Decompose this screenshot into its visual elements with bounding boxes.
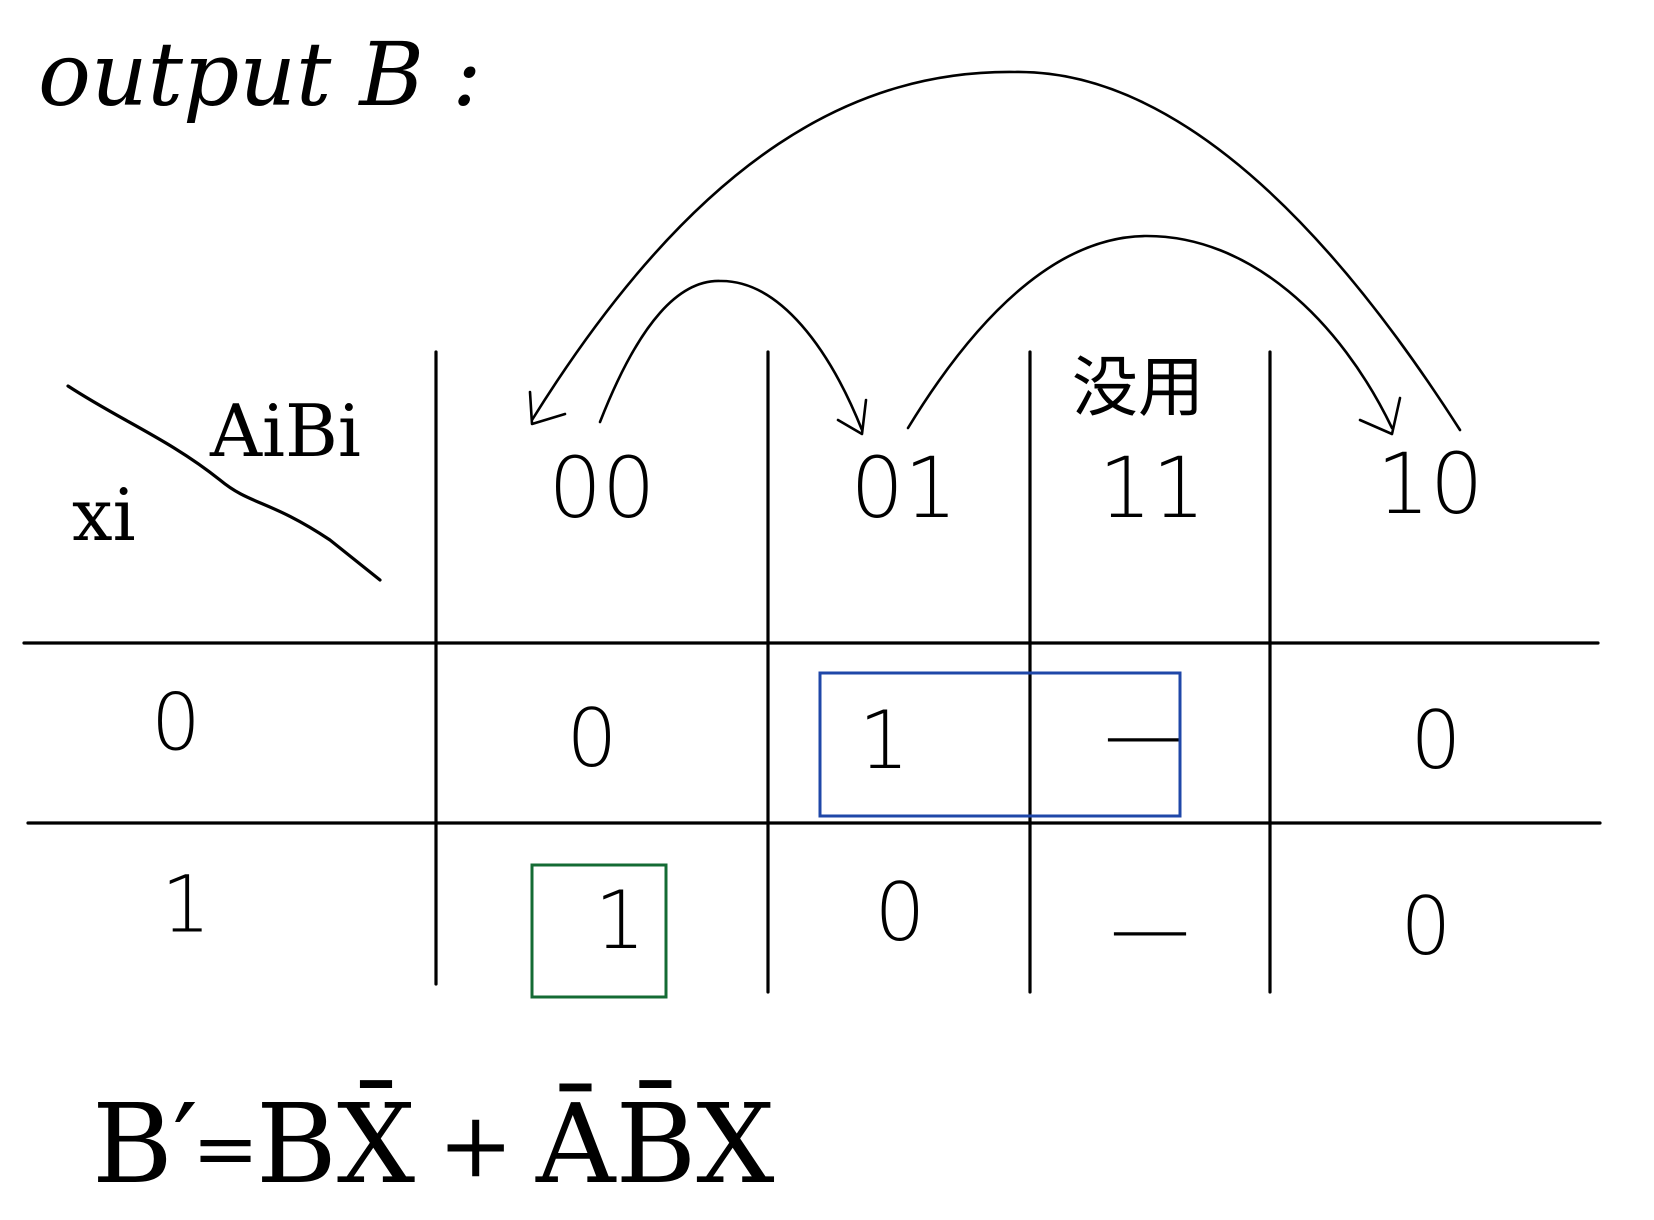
cell-1-00: 1 bbox=[595, 874, 646, 967]
row-labels: 0 1 bbox=[151, 679, 211, 951]
column-header-10: 10 bbox=[1377, 435, 1484, 533]
column-header-01: 01 bbox=[851, 439, 958, 537]
equation-term-1: BX̄ bbox=[256, 1080, 415, 1208]
row-0-cells: 0 1 — 0 bbox=[567, 688, 1462, 787]
column-header-00: 00 bbox=[549, 439, 656, 537]
arrowhead-small-right bbox=[1358, 396, 1402, 436]
arrow-big bbox=[530, 70, 1462, 432]
row-label-1: 1 bbox=[161, 861, 211, 951]
grid bbox=[22, 350, 1602, 994]
corner-diagonal bbox=[66, 384, 382, 582]
column-headers: 00 01 11 10 bbox=[549, 435, 1484, 537]
blue-group-box bbox=[818, 671, 1182, 818]
row-1-cells: 1 0 — 0 bbox=[595, 866, 1452, 975]
cell-1-10: 0 bbox=[1401, 880, 1452, 973]
equation: B′ = BX̄ + ĀB̄X bbox=[92, 1080, 775, 1208]
green-group-box bbox=[530, 863, 668, 999]
arrowhead-small-left bbox=[836, 398, 868, 436]
cell-0-01: 1 bbox=[859, 694, 910, 787]
arrow-small-right bbox=[906, 234, 1394, 430]
equation-equals: = bbox=[192, 1102, 259, 1195]
cell-0-10: 0 bbox=[1411, 694, 1462, 787]
gray-code-arrows bbox=[528, 70, 1462, 436]
cell-0-11: — bbox=[1104, 688, 1184, 781]
cell-1-11: — bbox=[1110, 882, 1190, 975]
arrowhead-big bbox=[528, 390, 567, 426]
equation-plus: + bbox=[438, 1093, 513, 1198]
equation-lhs: B′ bbox=[92, 1080, 198, 1208]
cell-0-00: 0 bbox=[567, 692, 618, 785]
cell-1-01: 0 bbox=[875, 866, 926, 959]
equation-term-2: ĀB̄X bbox=[535, 1080, 775, 1208]
column-variable-label: AiBi bbox=[209, 389, 361, 473]
arrow-small-left bbox=[598, 279, 864, 432]
column-header-11: 11 bbox=[1099, 439, 1206, 537]
row-label-0: 0 bbox=[151, 679, 201, 769]
column-note-11: 没用 bbox=[1072, 349, 1204, 426]
title: output B : bbox=[38, 23, 482, 126]
row-variable-label: xi bbox=[72, 473, 136, 557]
